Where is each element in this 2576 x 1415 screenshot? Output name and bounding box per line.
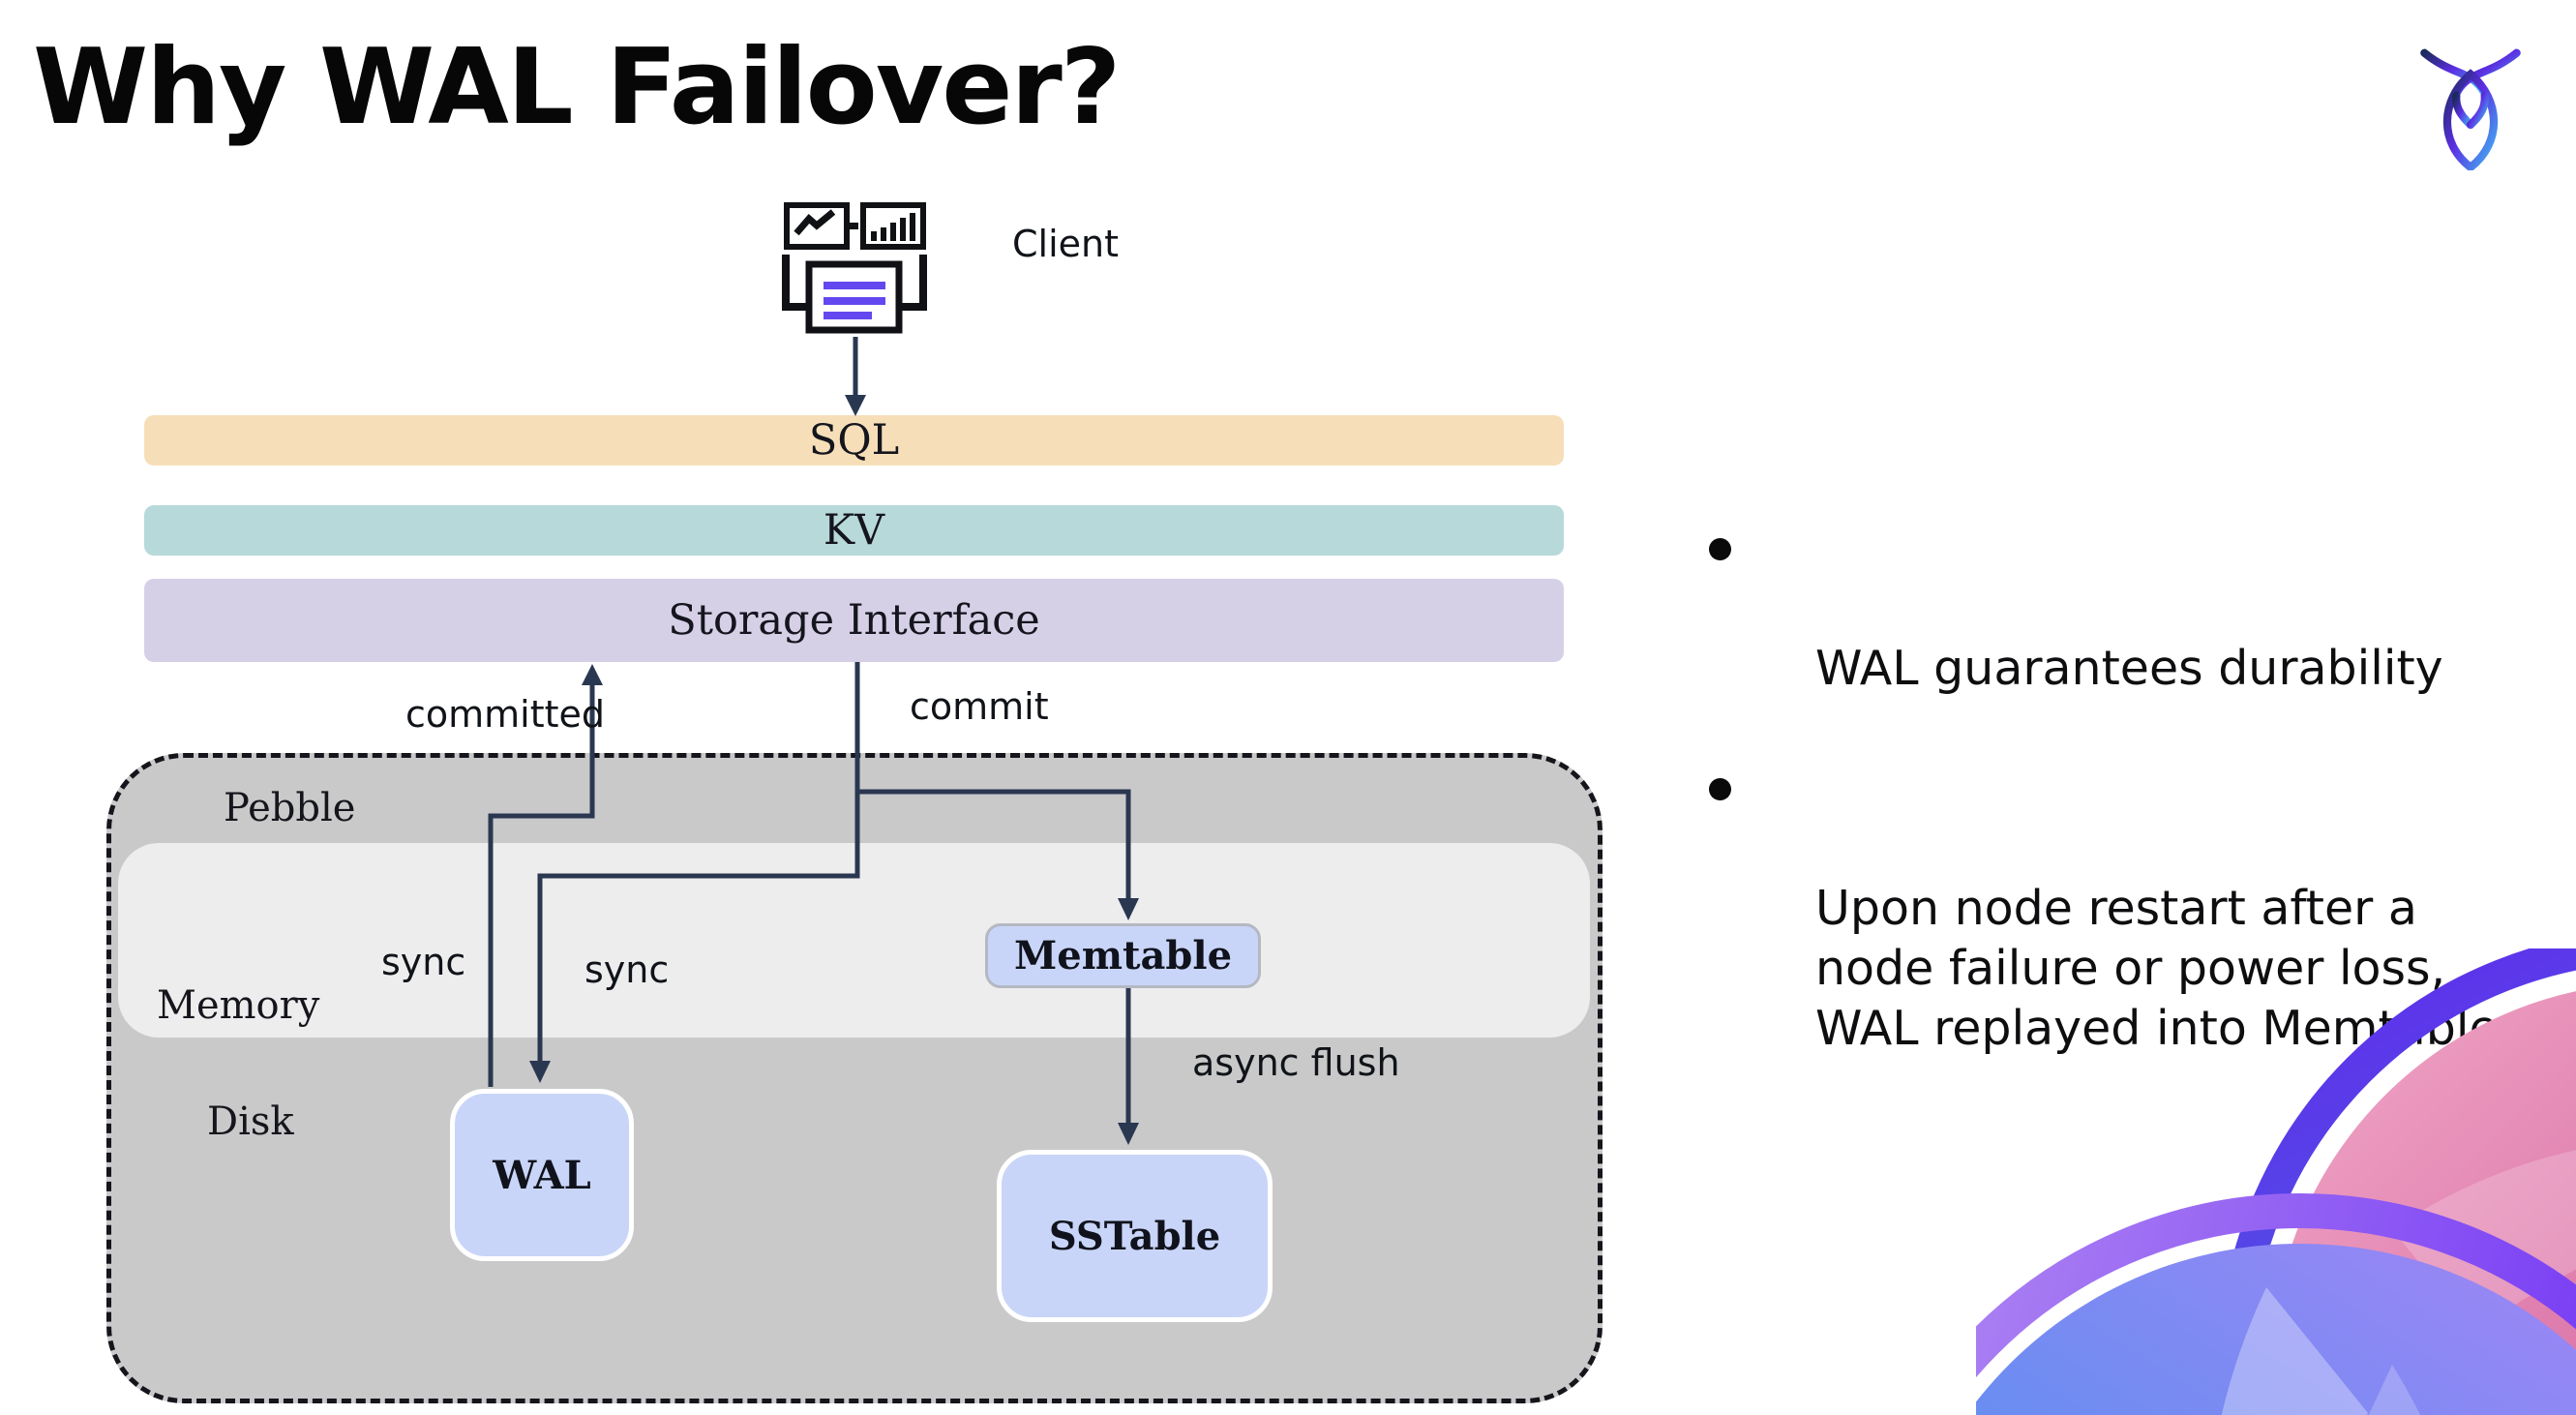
bullet-text: WAL guarantees durability — [1815, 641, 2443, 696]
page-title: Why WAL Failover? — [33, 27, 1121, 148]
cockroachdb-brand-art — [1976, 948, 2576, 1415]
commit-edge-label: commit — [910, 685, 1049, 728]
sync-left-edge-label: sync — [381, 941, 466, 983]
bullet-dot — [1709, 538, 1731, 560]
committed-edge-label: committed — [405, 693, 606, 736]
layer-storage-interface: Storage Interface — [144, 579, 1564, 662]
cockroachdb-logo-icon — [2420, 48, 2521, 170]
bullet-list: WAL guarantees durability Upon node rest… — [1707, 519, 2559, 1059]
icon-dash — [850, 223, 858, 229]
wal-label: WAL — [493, 1152, 591, 1198]
client-label: Client — [1012, 223, 1120, 265]
memtable-node: Memtable — [985, 923, 1261, 988]
bullet-dot — [1709, 778, 1731, 800]
layer-sql-label: SQL — [808, 416, 900, 465]
pebble-label: Pebble — [224, 786, 356, 830]
disk-label: Disk — [207, 1099, 294, 1144]
layer-kv: KV — [144, 505, 1564, 556]
layer-kv-label: KV — [823, 506, 885, 555]
memory-label: Memory — [157, 983, 320, 1028]
sstable-node: SSTable — [997, 1150, 1273, 1322]
layer-storage-label: Storage Interface — [668, 596, 1040, 645]
async-flush-edge-label: async flush — [1192, 1041, 1400, 1084]
layer-sql: SQL — [144, 415, 1564, 466]
wal-node: WAL — [450, 1089, 634, 1261]
sync-right-edge-label: sync — [584, 948, 670, 991]
committed-arrowhead — [582, 664, 603, 685]
client-arrowhead — [845, 395, 866, 416]
bullet-item: WAL guarantees durability — [1707, 519, 2559, 699]
memory-band — [118, 843, 1590, 1038]
client-app-icon — [782, 202, 927, 334]
memtable-label: Memtable — [1013, 933, 1233, 978]
sstable-label: SSTable — [1048, 1213, 1221, 1259]
